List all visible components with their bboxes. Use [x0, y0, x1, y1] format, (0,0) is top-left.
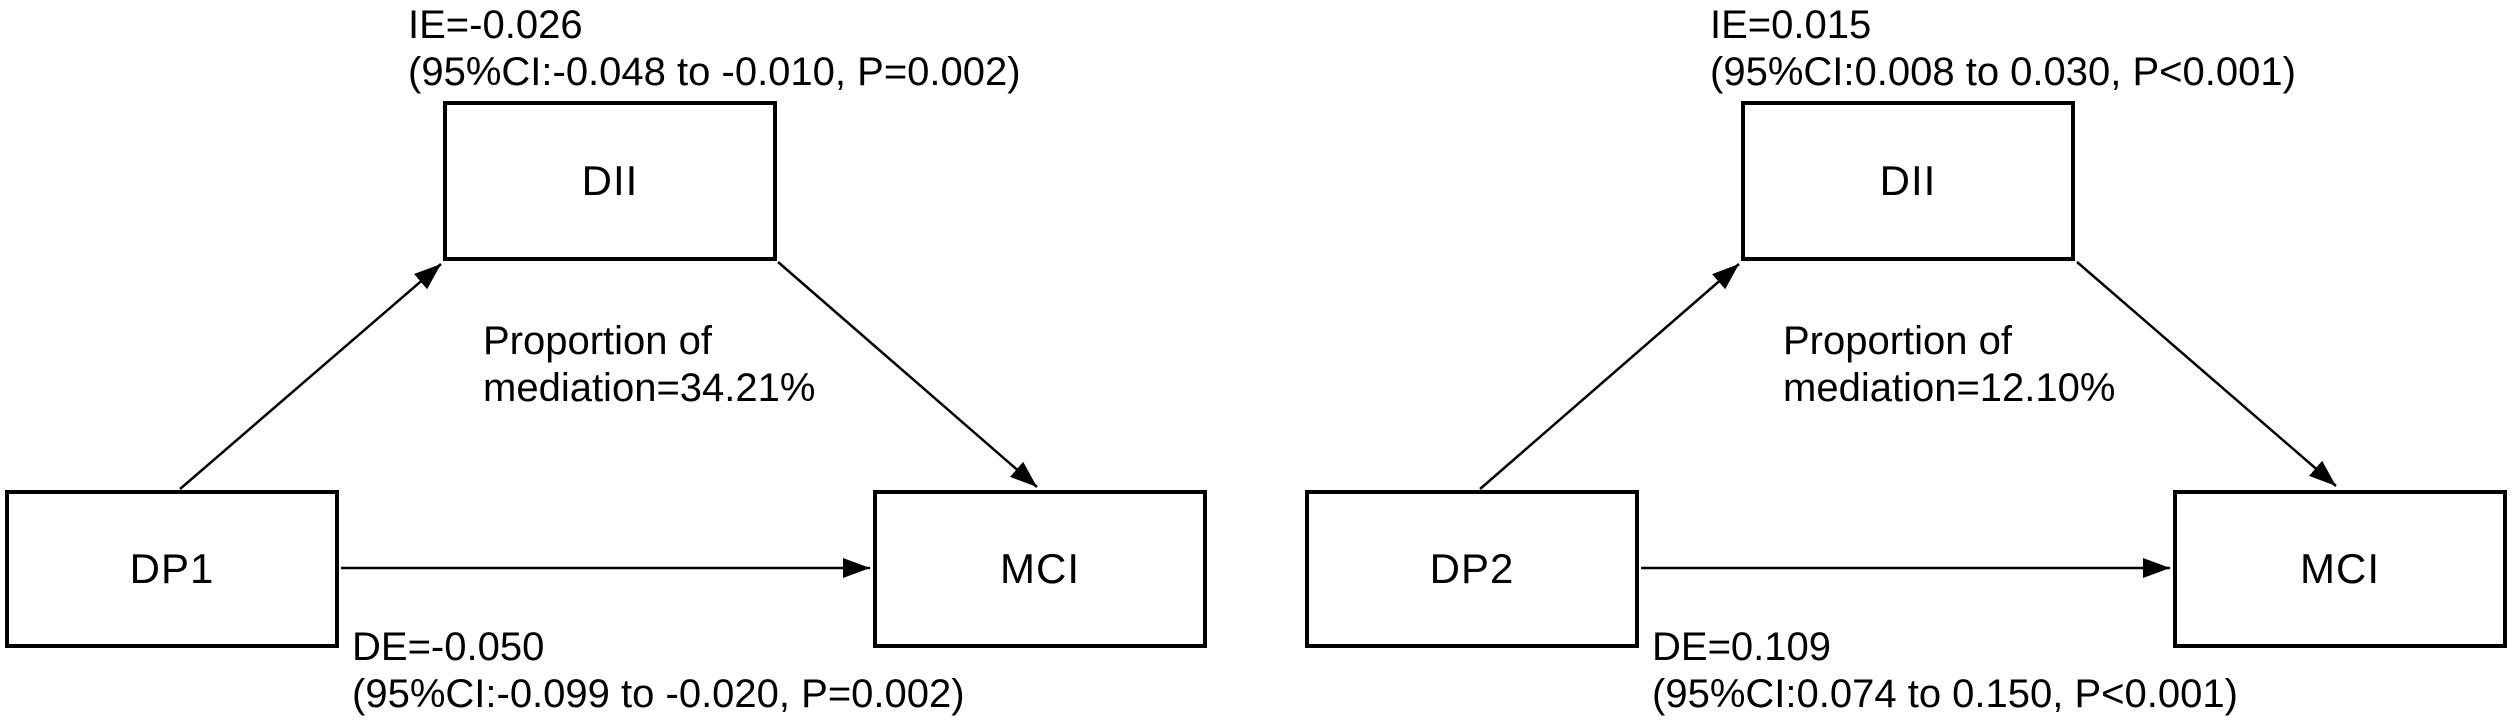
- outcome-box-label: MCI: [1000, 545, 1080, 592]
- mediator-box-label: DII: [581, 157, 639, 204]
- exposure-box-dp1: DP1: [5, 490, 339, 648]
- indirect-effect-line1: IE=-0.026: [408, 3, 583, 47]
- arrow-dii-to-mci-right: [2076, 261, 2337, 487]
- mediation-proportion-line1: Proportion of: [483, 319, 713, 363]
- mediation-proportion-label: Proportion of mediation=12.10%: [1783, 318, 2115, 412]
- direct-effect-label: DE=-0.050 (95%CI:-0.099 to -0.020, P=0.0…: [352, 624, 965, 718]
- mediation-proportion-line2: mediation=12.10%: [1783, 366, 2116, 410]
- direct-effect-line2: (95%CI:-0.099 to -0.020, P=0.002): [352, 672, 965, 716]
- arrow-dp2-to-dii: [1479, 263, 1740, 490]
- mediator-box-dii: DII: [1741, 101, 2075, 261]
- exposure-box-dp2: DP2: [1305, 490, 1639, 648]
- mediator-box-dii: DII: [443, 101, 777, 261]
- outcome-box-mci-right: MCI: [2173, 490, 2507, 648]
- indirect-effect-label: IE=-0.026 (95%CI:-0.048 to -0.010, P=0.0…: [408, 2, 1021, 96]
- arrow-dp1-to-dii: [179, 263, 442, 490]
- mediation-proportion-line2: mediation=34.21%: [483, 366, 816, 410]
- exposure-box-label: DP2: [1429, 545, 1515, 592]
- mediation-proportion-line1: Proportion of: [1783, 319, 2013, 363]
- direct-effect-line2: (95%CI:0.074 to 0.150, P<0.001): [1652, 672, 2238, 716]
- indirect-effect-line2: (95%CI:0.008 to 0.030, P<0.001): [1710, 50, 2296, 94]
- exposure-box-label: DP1: [129, 545, 215, 592]
- indirect-effect-label: IE=0.015 (95%CI:0.008 to 0.030, P<0.001): [1710, 2, 2296, 96]
- outcome-box-mci-left: MCI: [873, 490, 1207, 648]
- indirect-effect-line1: IE=0.015: [1710, 3, 1872, 47]
- direct-effect-label: DE=0.109 (95%CI:0.074 to 0.150, P<0.001): [1652, 624, 2238, 718]
- outcome-box-label: MCI: [2300, 545, 2380, 592]
- indirect-effect-line2: (95%CI:-0.048 to -0.010, P=0.002): [408, 50, 1021, 94]
- arrow-dii-to-mci-left: [777, 261, 1038, 488]
- direct-effect-line1: DE=-0.050: [352, 625, 545, 669]
- direct-effect-line1: DE=0.109: [1652, 625, 1832, 669]
- mediator-box-label: DII: [1879, 157, 1937, 204]
- mediation-proportion-label: Proportion of mediation=34.21%: [483, 318, 815, 412]
